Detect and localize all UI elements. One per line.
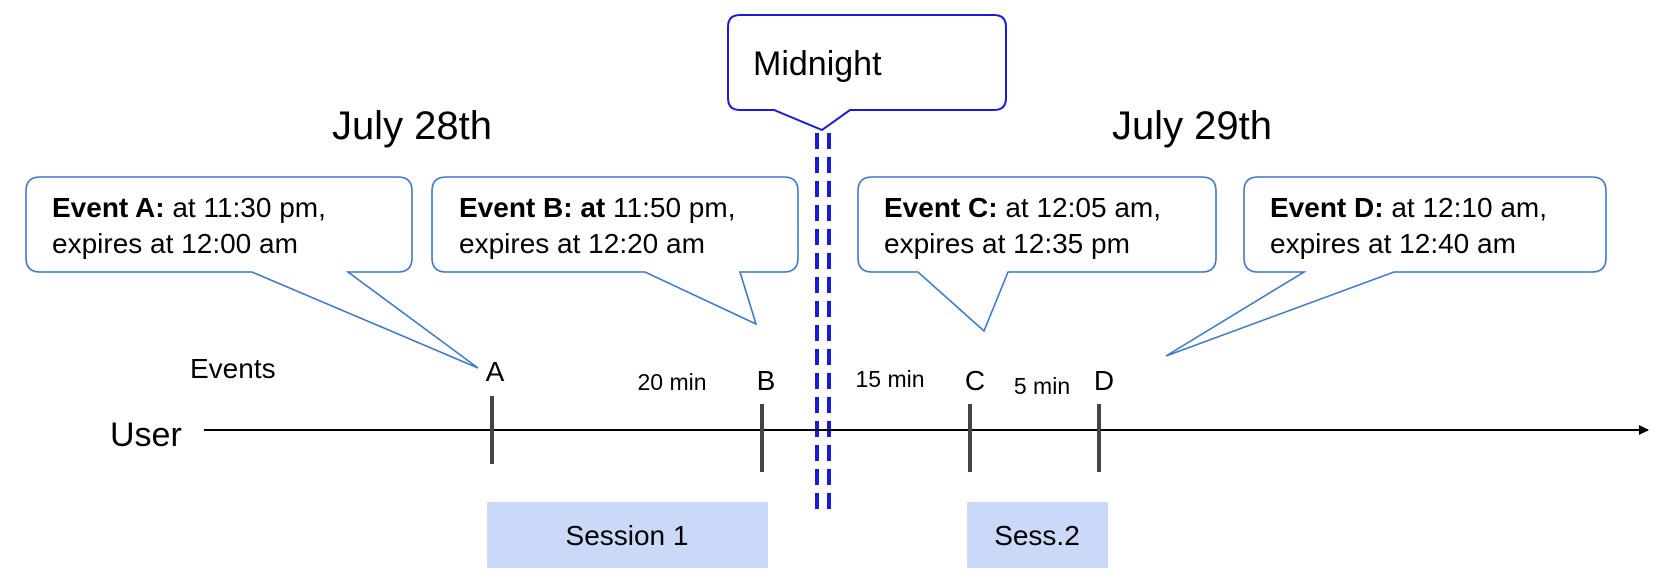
svg-text:Event B: at 11:50 pm,: Event B: at 11:50 pm,: [459, 192, 735, 223]
events-row-label: Events: [190, 353, 276, 384]
event-b-callout: Event B: at 11:50 pm, expires at 12:20 a…: [431, 176, 799, 326]
event-c-title: Event C:: [884, 192, 998, 223]
midnight-label: Midnight: [753, 45, 882, 83]
event-b-title: Event B: at: [459, 192, 605, 223]
event-b-label: B: [757, 365, 776, 396]
event-b-expiry: expires at 12:20 am: [459, 228, 705, 259]
event-c-label: C: [965, 365, 985, 396]
event-a-callout: Event A: at 11:30 pm, expires at 12:00 a…: [25, 176, 479, 369]
gap-c-d-label: 5 min: [1014, 373, 1070, 399]
midnight-line: [815, 133, 831, 510]
gap-b-c-label: 15 min: [855, 366, 924, 392]
session-2-bar: Sess.2: [967, 502, 1108, 568]
midnight-callout: Midnight: [727, 14, 1007, 132]
event-a-expiry: expires at 12:00 am: [52, 228, 298, 259]
date-label-july-28: July 28th: [332, 104, 492, 148]
event-c-callout: Event C: at 12:05 am, expires at 12:35 p…: [857, 176, 1217, 333]
session-1-bar: Session 1: [487, 502, 768, 568]
svg-text:Event D: at 12:10 am,: Event D: at 12:10 am,: [1270, 192, 1547, 223]
event-d-label: D: [1094, 365, 1114, 396]
event-a-time: at 11:30 pm,: [165, 192, 326, 223]
gap-a-b-label: 20 min: [637, 369, 706, 395]
midnight-callout-box: [727, 14, 1007, 132]
date-label-july-29: July 29th: [1112, 104, 1272, 148]
svg-text:Event A: at 11:30 pm,: Event A: at 11:30 pm,: [52, 192, 326, 223]
event-b-time: 11:50 pm,: [605, 192, 735, 223]
event-a-label: A: [486, 356, 505, 387]
svg-text:Event C: at 12:05 am,: Event C: at 12:05 am,: [884, 192, 1161, 223]
event-d-callout: Event D: at 12:10 am, expires at 12:40 a…: [1165, 176, 1607, 357]
event-d-time: at 12:10 am,: [1384, 192, 1547, 223]
event-d-title: Event D:: [1270, 192, 1384, 223]
session-2-label: Sess.2: [994, 520, 1080, 551]
event-c-expiry: expires at 12:35 pm: [884, 228, 1130, 259]
session-1-label: Session 1: [566, 520, 689, 551]
event-d-expiry: expires at 12:40 am: [1270, 228, 1516, 259]
event-a-title: Event A:: [52, 192, 165, 223]
user-row-label: User: [110, 416, 182, 454]
event-c-time: at 12:05 am,: [998, 192, 1161, 223]
